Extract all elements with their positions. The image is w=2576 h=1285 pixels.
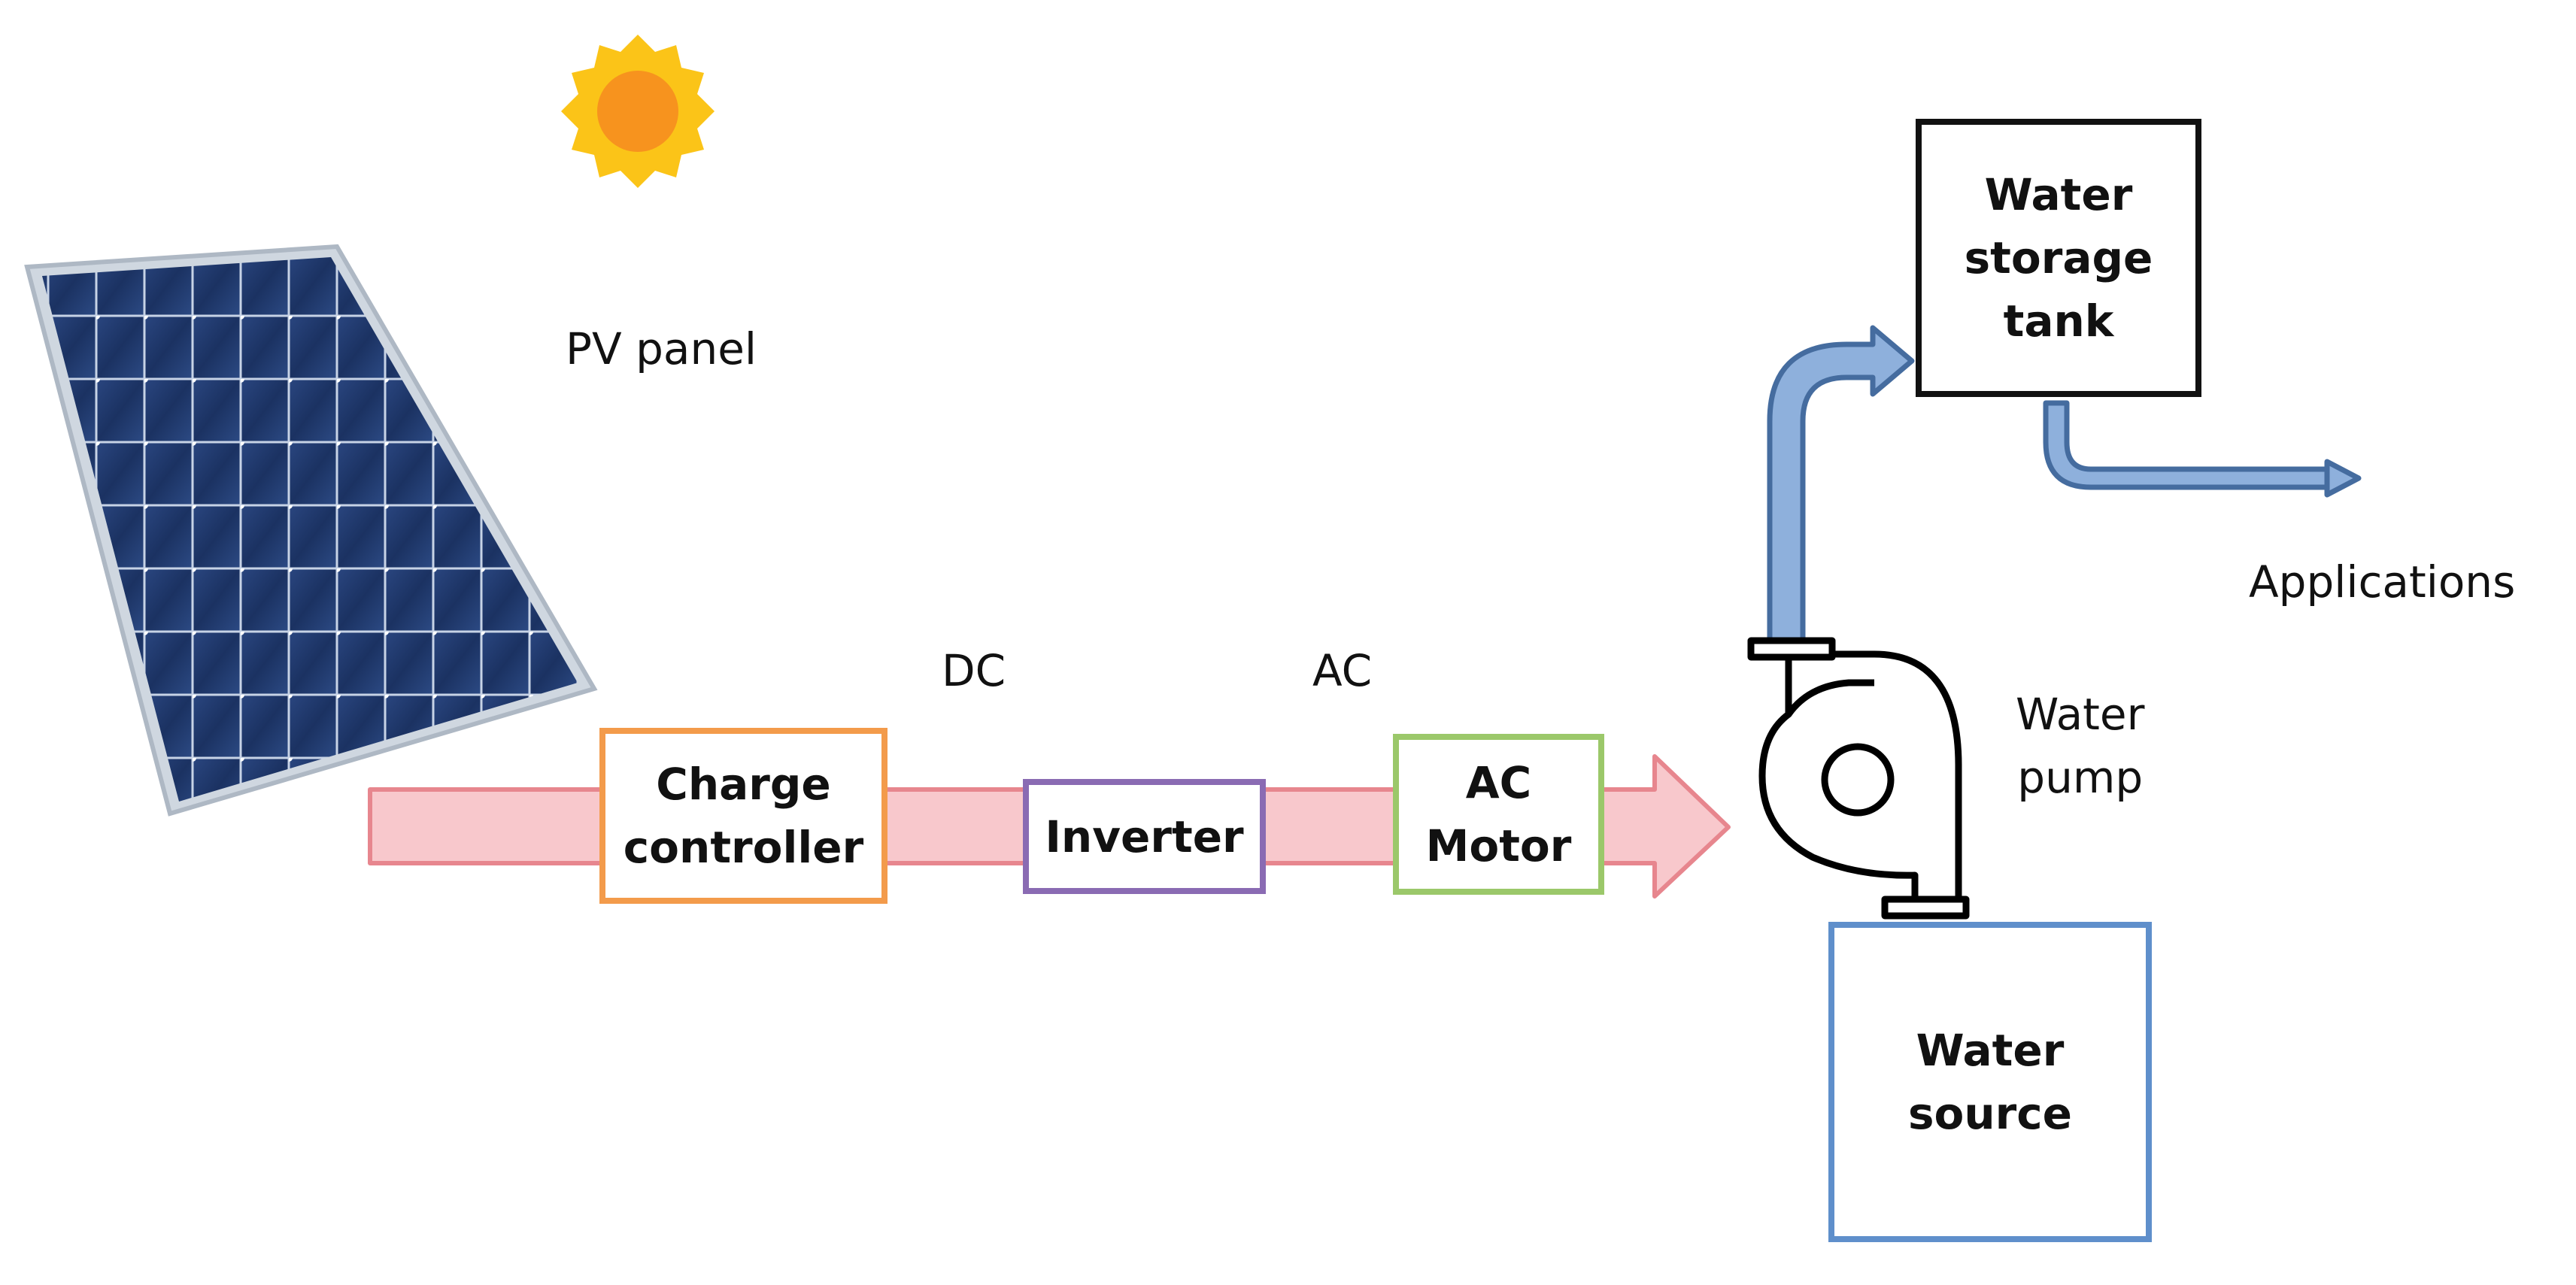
pump-impeller bbox=[1821, 743, 1895, 817]
charge-controller-box: Charge controller bbox=[599, 728, 887, 904]
water-source-label: Water source bbox=[1908, 1025, 2072, 1139]
charge-controller-label: Charge controller bbox=[623, 759, 864, 873]
inverter-box: Inverter bbox=[1023, 779, 1266, 894]
panel-cells bbox=[42, 257, 578, 802]
pump-casing bbox=[1786, 679, 1874, 717]
water-storage-tank-box: Water storage tank bbox=[1916, 119, 2201, 397]
ac-label: AC bbox=[1312, 645, 1373, 696]
pump-inlet-flange bbox=[1881, 896, 1970, 920]
sun-icon bbox=[561, 35, 715, 188]
pump-outlet-flange bbox=[1747, 637, 1836, 661]
water-source-box: Water source bbox=[1828, 922, 2152, 1242]
water-pump-label: Water pump bbox=[2016, 689, 2145, 803]
solar-panel-icon bbox=[24, 244, 598, 817]
dc-label: DC bbox=[942, 645, 1006, 696]
ac-motor-box: AC Motor bbox=[1393, 734, 1604, 895]
centrifugal-pump-icon bbox=[1747, 637, 1970, 920]
pv-panel-label: PV panel bbox=[566, 323, 757, 374]
water-storage-tank-label: Water storage tank bbox=[1964, 169, 2153, 347]
sun-core bbox=[591, 65, 684, 158]
pipe-to-storage-tank bbox=[1767, 325, 1915, 644]
ac-motor-label: AC Motor bbox=[1425, 757, 1572, 871]
inverter-label: Inverter bbox=[1045, 811, 1244, 862]
applications-label: Applications bbox=[2249, 556, 2516, 608]
pipe-to-applications bbox=[2043, 400, 2362, 498]
